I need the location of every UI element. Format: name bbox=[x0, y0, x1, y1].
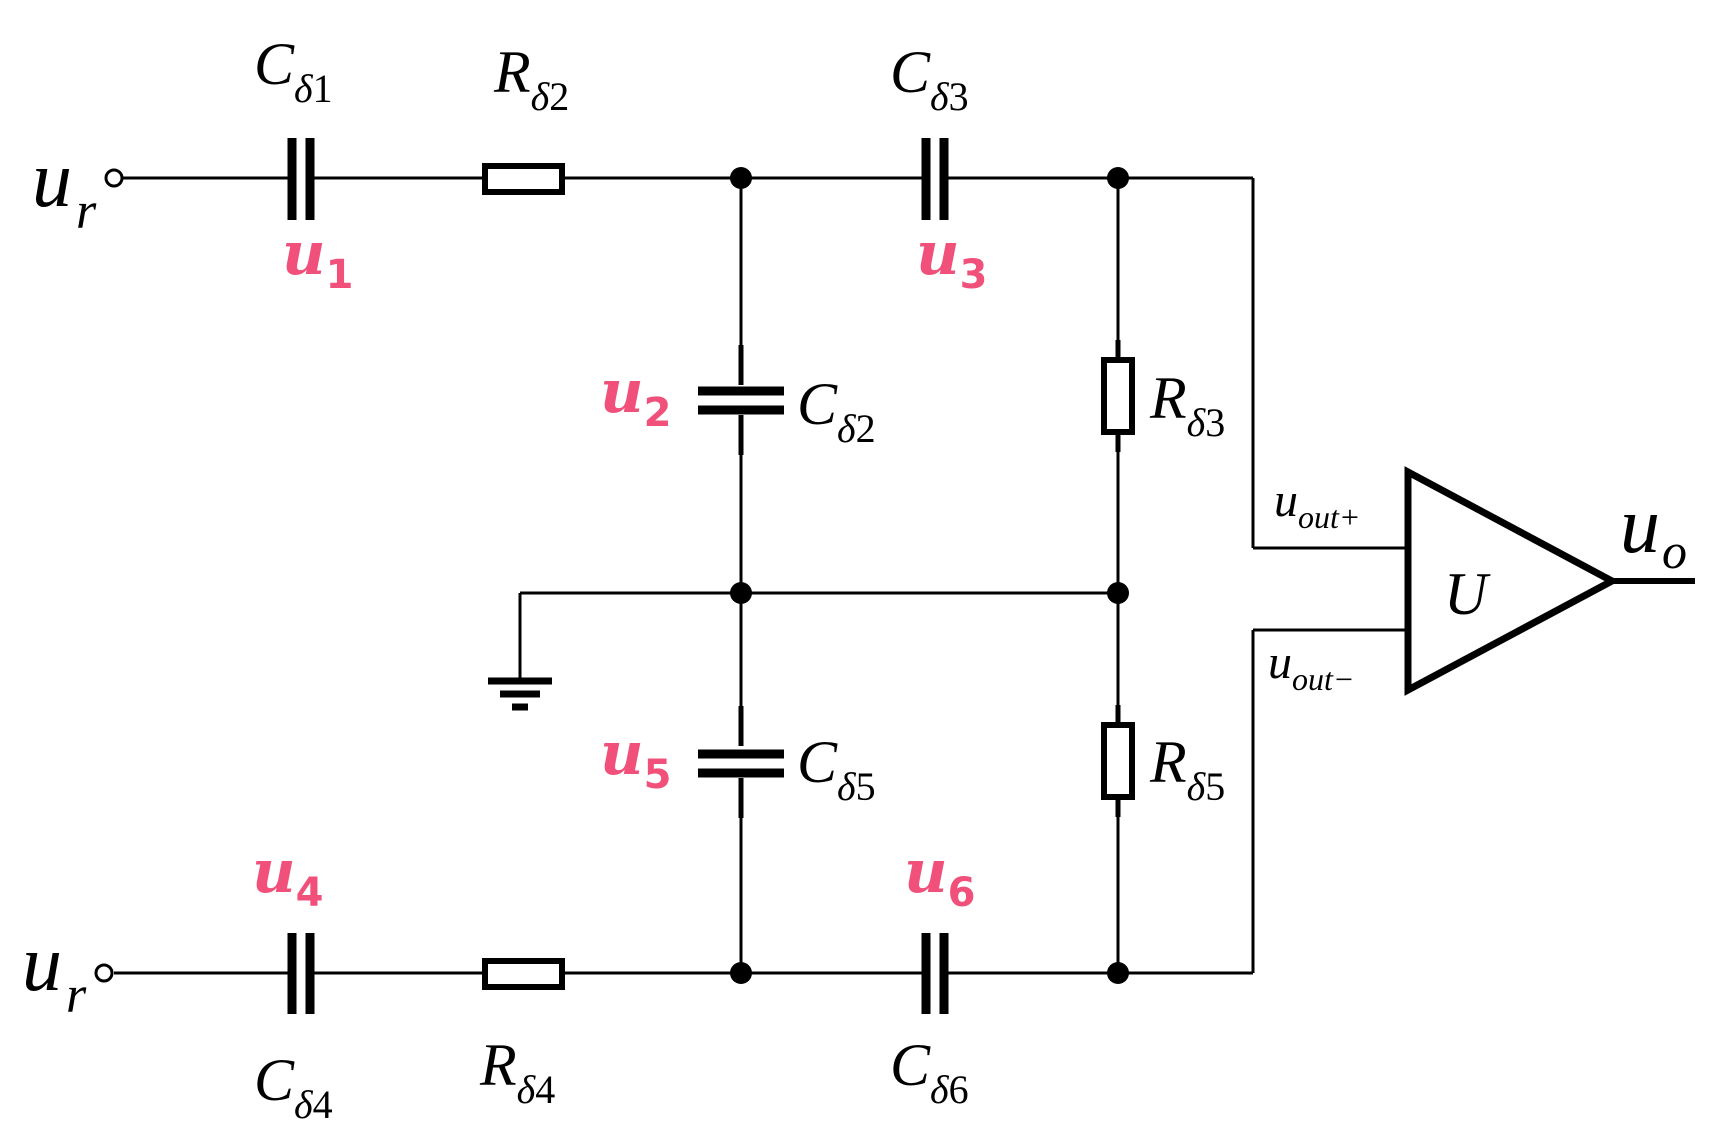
voltage-u3: u3 bbox=[916, 219, 987, 298]
label-c6: Cδ6 bbox=[890, 1032, 969, 1112]
capacitor-c4 bbox=[244, 933, 362, 1014]
capacitor-c6 bbox=[881, 933, 1000, 1014]
resistor-r4 bbox=[482, 958, 565, 990]
label-r5: Rδ5 bbox=[1149, 729, 1225, 809]
wire-to-amp-plus bbox=[1251, 178, 1408, 550]
ground-rail bbox=[488, 591, 1118, 711]
label-c3: Cδ3 bbox=[890, 39, 969, 119]
voltage-u4: u4 bbox=[252, 837, 323, 916]
label-amp-input-minus: uout− bbox=[1268, 636, 1354, 697]
input-terminal-top bbox=[104, 168, 124, 188]
voltage-u5: u5 bbox=[600, 719, 671, 798]
wire-to-amp-minus bbox=[1251, 628, 1408, 973]
input-terminal-bottom bbox=[94, 963, 114, 983]
capacitor-c1 bbox=[244, 138, 362, 220]
label-amp-input-plus: uout+ bbox=[1274, 474, 1360, 535]
right-vertical-branch bbox=[1101, 178, 1135, 973]
label-c2: Cδ2 bbox=[797, 371, 876, 451]
resistor-r5 bbox=[1101, 722, 1135, 800]
left-vertical-branch bbox=[698, 178, 784, 973]
voltage-u1: u1 bbox=[282, 219, 353, 298]
label-c4: Cδ4 bbox=[254, 1047, 333, 1127]
label-c1: Cδ1 bbox=[254, 31, 333, 111]
voltage-labels: u1 u3 u2 u5 u4 u6 bbox=[252, 219, 987, 916]
voltage-u6: u6 bbox=[904, 837, 975, 916]
label-r2: Rδ2 bbox=[493, 39, 569, 119]
voltage-u2: u2 bbox=[600, 357, 671, 436]
input-bottom-label: ur bbox=[22, 920, 87, 1024]
input-top-label: ur bbox=[32, 136, 97, 240]
amplifier-triangle bbox=[1404, 466, 1620, 696]
amplifier-symbol: U bbox=[1444, 561, 1491, 627]
label-r4: Rδ4 bbox=[479, 1032, 555, 1112]
label-c5: Cδ5 bbox=[797, 729, 876, 809]
capacitor-c3 bbox=[881, 138, 992, 220]
output-label: uo bbox=[1620, 482, 1687, 579]
label-r3: Rδ3 bbox=[1149, 365, 1225, 445]
resistor-r2 bbox=[482, 163, 565, 195]
junction-dots bbox=[730, 167, 1129, 984]
resistor-r3 bbox=[1101, 357, 1135, 435]
